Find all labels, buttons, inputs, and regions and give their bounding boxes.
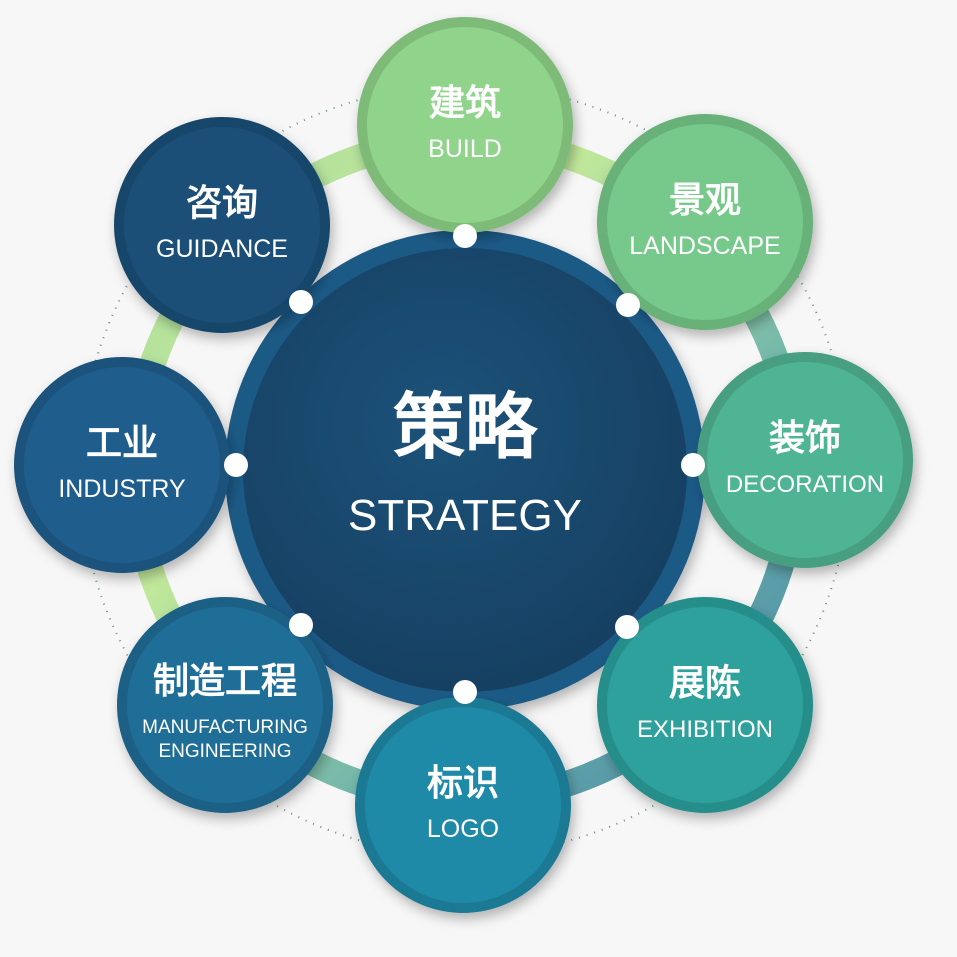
center-title-cn: 策略 — [393, 385, 539, 469]
node-decoration-label-cn: 装饰 — [769, 418, 841, 459]
center-title-en: STRATEGY — [348, 491, 582, 540]
connector-dot-decoration — [681, 453, 705, 477]
connector-dot-engineering — [289, 613, 313, 637]
node-industry-label-en: INDUSTRY — [58, 475, 186, 503]
center-circle: 策略 STRATEGY — [225, 230, 705, 710]
node-landscape-label-en: LANDSCAPE — [629, 232, 780, 260]
node-exhibition-label-en: EXHIBITION — [637, 716, 773, 743]
node-decoration-label-en: DECORATION — [726, 471, 884, 498]
node-industry-face — [24, 367, 220, 563]
node-build-face — [367, 27, 563, 223]
node-build-label-cn: 建筑 — [429, 83, 501, 124]
node-logo-label-cn: 标识 — [427, 763, 499, 804]
node-decoration-face — [707, 362, 903, 558]
node-build-label-en: BUILD — [428, 135, 502, 163]
node-logo-face — [365, 707, 561, 903]
node-build: 建筑 BUILD — [357, 17, 573, 233]
node-logo-label-en: LOGO — [427, 815, 499, 843]
node-landscape-label-cn: 景观 — [669, 180, 741, 221]
node-decoration: 装饰 DECORATION — [697, 352, 913, 568]
node-landscape: 景观 LANDSCAPE — [597, 114, 813, 330]
connector-dot-guidance — [289, 290, 313, 314]
node-exhibition: 展陈 EXHIBITION — [597, 597, 813, 813]
node-guidance-label-en: GUIDANCE — [156, 235, 288, 263]
node-guidance: 咨询 GUIDANCE — [114, 117, 330, 333]
node-engineering: 制造工程 MANUFACTURING ENGINEERING — [117, 597, 333, 813]
node-exhibition-face — [607, 607, 803, 803]
node-engineering-label-en: ENGINEERING — [158, 741, 291, 762]
node-engineering-face — [127, 607, 323, 803]
node-industry: 工业 INDUSTRY — [14, 357, 230, 573]
node-logo: 标识 LOGO — [355, 697, 571, 913]
node-industry-label-cn: 工业 — [86, 423, 158, 464]
connector-dot-landscape — [616, 293, 640, 317]
connector-dot-logo — [453, 680, 477, 704]
connector-dot-industry — [224, 453, 248, 477]
connector-dot-exhibition — [615, 615, 639, 639]
node-exhibition-label-cn: 展陈 — [669, 663, 741, 704]
node-engineering-label-en: MANUFACTURING — [142, 717, 308, 738]
node-guidance-label-cn: 咨询 — [186, 183, 258, 224]
connector-dot-build — [453, 224, 477, 248]
node-engineering-label-cn: 制造工程 — [153, 661, 297, 702]
node-guidance-face — [124, 127, 320, 323]
node-landscape-face — [607, 124, 803, 320]
